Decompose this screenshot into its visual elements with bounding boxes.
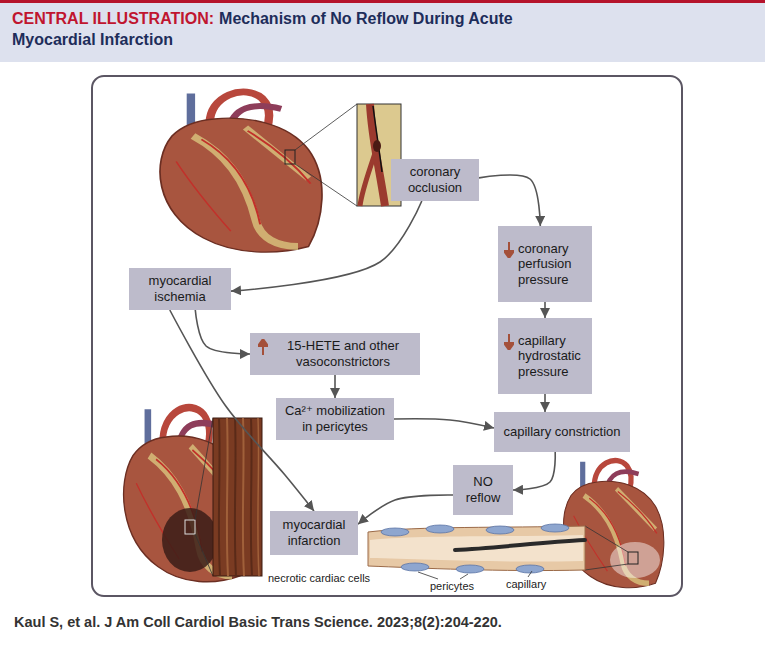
- tissue-fibre: [251, 418, 252, 576]
- pericyte: [381, 528, 409, 536]
- inset-leader: [195, 534, 213, 576]
- box-text-wrap: capillary constriction: [500, 412, 624, 440]
- tissue-fibre: [219, 418, 220, 576]
- arrow-symbol: [258, 339, 268, 355]
- flow-arrow: [513, 452, 555, 490]
- inset-marker: [628, 552, 638, 564]
- process-box: myocardial ischemia: [129, 268, 231, 310]
- pericyte: [516, 565, 544, 573]
- box-text-wrap: capillary hydrostatic pressure: [518, 318, 586, 379]
- pericyte: [426, 525, 454, 533]
- process-box: coronary perfusion pressure: [498, 226, 592, 302]
- box-text-wrap: myocardial infarction: [276, 511, 352, 549]
- process-box: myocardial infarction: [270, 511, 358, 555]
- box-text-wrap: Ca²⁺ mobilization in pericytes: [282, 398, 388, 435]
- leader-line: [528, 571, 532, 577]
- tissue-fibre: [243, 418, 244, 576]
- process-box: Ca²⁺ mobilization in pericytes: [276, 398, 394, 440]
- pericyte: [456, 565, 484, 573]
- flow-arrow: [231, 201, 422, 291]
- box-label: coronary perfusion pressure: [518, 241, 586, 288]
- box-text-wrap: coronary occlusion: [397, 159, 473, 196]
- flow-arrow: [479, 175, 540, 226]
- box-label: myocardial ischemia: [135, 273, 225, 304]
- header-title: CENTRAL ILLUSTRATION:Mechanism of No Ref…: [12, 9, 582, 51]
- flow-arrow: [195, 310, 250, 354]
- part-label: capillary: [506, 578, 546, 590]
- heart-illustration: [160, 92, 322, 252]
- box-text-wrap: coronary perfusion pressure: [518, 226, 586, 287]
- no-reflow-zone: [610, 542, 660, 578]
- leader-line: [418, 572, 438, 579]
- inset-leader: [585, 564, 628, 570]
- flow-arrow: [334, 375, 336, 398]
- box-label: capillary hydrostatic pressure: [518, 333, 586, 380]
- panel-frame: [92, 76, 682, 596]
- thrombus: [373, 140, 381, 152]
- infarct-zone: [162, 508, 218, 572]
- pericyte: [401, 563, 429, 571]
- tissue-fibre: [227, 418, 228, 576]
- part-label: pericytes: [430, 580, 474, 592]
- header-band: [0, 0, 765, 62]
- tissue-fibre: [258, 418, 259, 576]
- process-box: coronary occlusion: [391, 159, 479, 201]
- flow-arrow: [544, 394, 546, 412]
- inset-leader: [295, 164, 357, 206]
- flow-arrow: [394, 419, 494, 428]
- flow-arrow: [544, 302, 546, 318]
- box-label: myocardial infarction: [276, 517, 352, 548]
- box-label: capillary constriction: [500, 424, 624, 440]
- decrease-arrow: [504, 242, 514, 258]
- arrow-symbol: [504, 334, 514, 350]
- part-label: necrotic cardiac cells: [268, 572, 370, 584]
- coronary-branch: [360, 150, 376, 206]
- box-label: Ca²⁺ mobilization in pericytes: [282, 403, 388, 434]
- citation-caption: Kaul S, et al. J Am Coll Cardiol Basic T…: [14, 614, 502, 630]
- box-text-wrap: NO reflow: [459, 465, 507, 506]
- increase-arrow: [258, 339, 268, 355]
- process-box: 15-HETE and other vasoconstrictors: [250, 333, 420, 375]
- inset-leader: [295, 104, 357, 150]
- pericyte: [486, 526, 514, 534]
- guide-wire: [373, 106, 382, 172]
- process-box: capillary constriction: [494, 412, 630, 452]
- catheter-wire: [455, 540, 585, 550]
- illustration-tag: CENTRAL ILLUSTRATION:: [12, 10, 214, 27]
- inset-leader: [195, 418, 213, 520]
- process-box: NO reflow: [453, 465, 513, 515]
- inset-leader: [585, 526, 628, 552]
- leader-line: [460, 574, 468, 579]
- box-label: coronary occlusion: [397, 164, 473, 195]
- header-rule: [0, 0, 765, 3]
- arrow-symbol: [504, 242, 514, 258]
- inset-marker: [185, 520, 195, 534]
- box-text-wrap: myocardial ischemia: [135, 268, 225, 305]
- box-label: 15-HETE and other vasoconstrictors: [272, 338, 414, 369]
- box-text-wrap: 15-HETE and other vasoconstrictors: [272, 333, 414, 370]
- decrease-arrow: [504, 334, 514, 350]
- pericyte: [541, 524, 569, 532]
- tissue-fibre: [235, 418, 236, 576]
- capillary-wall: [368, 526, 585, 571]
- process-box: capillary hydrostatic pressure: [498, 318, 592, 394]
- box-label: NO reflow: [459, 474, 507, 505]
- flow-arrow: [358, 495, 453, 524]
- inset-marker: [285, 150, 295, 164]
